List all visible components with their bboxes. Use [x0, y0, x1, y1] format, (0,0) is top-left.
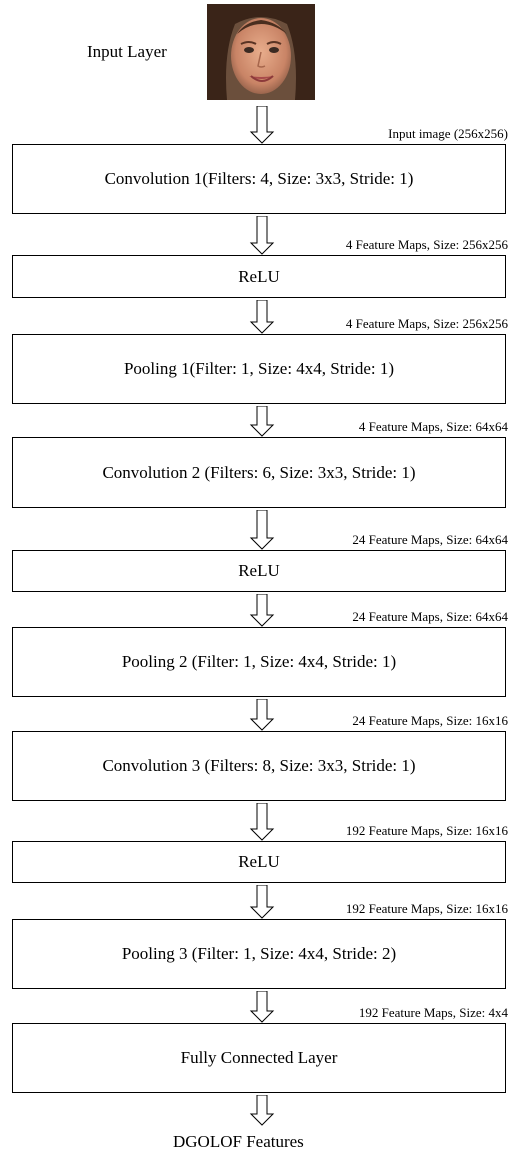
output-arrow	[249, 1094, 275, 1126]
layer-box: Convolution 1(Filters: 4, Size: 3x3, Str…	[12, 144, 506, 214]
layer-box: Pooling 3 (Filter: 1, Size: 4x4, Stride:…	[12, 919, 506, 989]
layer-name: Fully Connected Layer	[180, 1048, 338, 1067]
layer-input-label: 4 Feature Maps, Size: 256x256	[345, 237, 508, 252]
layer-box: Convolution 2 (Filters: 6, Size: 3x3, St…	[12, 437, 506, 508]
flow-arrow	[249, 405, 275, 437]
layer-input-label: 192 Feature Maps, Size: 4x4	[358, 1005, 508, 1020]
flow-arrow	[249, 105, 275, 144]
layer-input-label: 24 Feature Maps, Size: 64x64	[352, 532, 508, 547]
flow-arrow	[249, 802, 275, 841]
layer-name: Convolution 3 (Filters: 8, Size: 3x3, St…	[102, 756, 416, 775]
flow-arrow	[249, 509, 275, 550]
flow-arrow	[249, 215, 275, 255]
flow-arrow	[249, 698, 275, 731]
flow-arrow	[249, 990, 275, 1023]
layer-name: Convolution 2 (Filters: 6, Size: 3x3, St…	[102, 462, 416, 482]
input-layer-label: Input Layer	[87, 42, 167, 61]
layer-name: ReLU	[238, 561, 280, 580]
layer-box: Pooling 2 (Filter: 1, Size: 4x4, Stride:…	[12, 627, 506, 697]
layer-name: ReLU	[238, 266, 280, 286]
layer-name: Pooling 2 (Filter: 1, Size: 4x4, Stride:…	[121, 652, 397, 671]
layer-input-label: 192 Feature Maps, Size: 16x16	[345, 901, 508, 916]
flow-arrow	[249, 884, 275, 919]
layer-input-label: Input image (256x256)	[388, 126, 508, 141]
layer-input-label: 24 Feature Maps, Size: 64x64	[352, 609, 508, 624]
layer-box: Fully Connected Layer	[12, 1023, 506, 1093]
layer-box: ReLU	[12, 550, 506, 592]
layer-box: ReLU	[12, 841, 506, 883]
layer-name: Pooling 1(Filter: 1, Size: 4x4, Stride: …	[123, 359, 395, 378]
layer-name: Convolution 1(Filters: 4, Size: 3x3, Str…	[104, 169, 414, 188]
layer-input-label: 192 Feature Maps, Size: 16x16	[345, 823, 508, 838]
flow-arrow	[249, 299, 275, 334]
layer-box: Convolution 3 (Filters: 8, Size: 3x3, St…	[12, 731, 506, 801]
output-features-label: DGOLOF Features	[173, 1132, 304, 1151]
layer-name: Pooling 3 (Filter: 1, Size: 4x4, Stride:…	[121, 944, 397, 963]
layer-box: Pooling 1(Filter: 1, Size: 4x4, Stride: …	[12, 334, 506, 404]
layer-input-label: 24 Feature Maps, Size: 16x16	[352, 713, 508, 728]
flow-arrow	[249, 593, 275, 627]
layer-box: ReLU	[12, 255, 506, 298]
layer-name: ReLU	[238, 852, 280, 871]
input-face-image	[207, 4, 315, 100]
layer-input-label: 4 Feature Maps, Size: 256x256	[345, 316, 508, 331]
layer-input-label: 4 Feature Maps, Size: 64x64	[358, 419, 508, 434]
